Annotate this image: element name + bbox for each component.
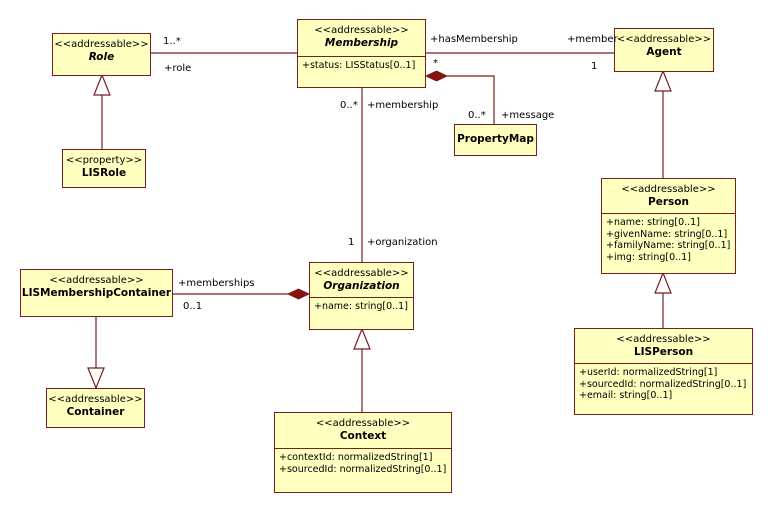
multiplicity-role: 1..* — [163, 36, 181, 47]
stereotype: <<addressable>> — [54, 39, 149, 50]
class-lisperson[interactable]: <<addressable>> LISPerson +userId: norma… — [574, 328, 753, 415]
role-name-memberships: +memberships — [178, 278, 255, 289]
generalization-arrow-container — [87, 367, 105, 390]
class-name: Membership — [324, 37, 399, 49]
stereotype: <<addressable>> — [616, 34, 712, 45]
generalization-arrow-person — [654, 271, 672, 294]
role-name-membership: +membership — [367, 100, 439, 111]
multiplicity-hasmembership: * — [433, 58, 438, 69]
class-name: PropertyMap — [457, 133, 534, 145]
class-lismembershipcontainer[interactable]: <<addressable>> LISMembershipContainer — [20, 269, 173, 317]
attribute: +name: string[0..1] — [606, 217, 700, 228]
class-propertymap[interactable]: PropertyMap — [454, 124, 537, 156]
class-name: LISPerson — [633, 346, 694, 358]
role-name-message: +message — [501, 110, 555, 121]
class-name: LISMembershipContainer — [21, 287, 172, 299]
role-name-hasmembership: +hasMembership — [430, 34, 518, 45]
attribute: +sourcedId: normalizedString[0..1] — [579, 378, 747, 390]
attribute-list: +name: string[0..1] — [310, 297, 413, 316]
multiplicity-membership: 0..* — [340, 100, 358, 111]
class-role[interactable]: <<addressable>> Role — [52, 33, 151, 76]
generalization-arrow-organization — [353, 327, 371, 350]
class-name: Container — [66, 406, 125, 418]
multiplicity-member: 1 — [591, 61, 598, 72]
class-membership[interactable]: <<addressable>> Membership +status: LISS… — [297, 19, 426, 88]
multiplicity-message: 0..* — [468, 110, 486, 121]
attribute: +contextId: normalizedString[1] — [279, 452, 433, 463]
attribute: +status: LISStatus[0..1] — [302, 60, 416, 71]
class-name: LISRole — [81, 167, 127, 179]
stereotype: <<addressable>> — [314, 268, 409, 279]
class-lisrole[interactable]: <<property>> LISRole — [62, 149, 146, 188]
attribute: +email: string[0..1] — [579, 390, 673, 401]
multiplicity-memberships: 0..1 — [183, 301, 203, 312]
composition-membership-propertymap — [447, 75, 495, 124]
stereotype: <<addressable>> — [616, 334, 711, 345]
attribute-list: +name: string[0..1] +givenName: string[0… — [602, 213, 735, 266]
role-name-member: +member — [567, 34, 618, 45]
generalization-arrow-role — [93, 73, 111, 96]
composition-diamond-organization — [286, 288, 311, 300]
attribute: +img: string[0..1] — [606, 251, 691, 263]
role-name-role: +role — [164, 63, 192, 74]
stereotype: <<addressable>> — [621, 184, 716, 195]
generalization-arrow-agent — [654, 69, 672, 92]
class-name: Role — [88, 51, 115, 63]
stereotype: <<addressable>> — [48, 394, 143, 405]
stereotype: <<property>> — [65, 155, 143, 166]
class-name: Agent — [646, 46, 682, 58]
attribute: +name: string[0..1] — [314, 301, 408, 312]
attribute-list: +status: LISStatus[0..1] — [298, 56, 425, 75]
class-person[interactable]: <<addressable>> Person +name: string[0..… — [601, 178, 736, 274]
stereotype: <<addressable>> — [315, 418, 411, 429]
composition-diamond-membership — [424, 70, 449, 82]
attribute-list: +contextId: normalizedString[1] +sourced… — [275, 448, 451, 478]
class-organization[interactable]: <<addressable>> Organization +name: stri… — [309, 262, 414, 330]
class-context[interactable]: <<addressable>> Context +contextId: norm… — [274, 412, 452, 493]
attribute: +sourcedId: normalizedString[0..1] — [279, 463, 447, 475]
attribute: +familyName: string[0..1] — [606, 240, 731, 251]
class-container[interactable]: <<addressable>> Container — [46, 388, 145, 428]
stereotype: <<addressable>> — [314, 25, 409, 36]
class-name: Organization — [323, 280, 400, 292]
class-name: Person — [648, 196, 689, 208]
class-agent[interactable]: <<addressable>> Agent — [614, 28, 714, 72]
stereotype: <<addressable>> — [49, 275, 144, 286]
role-name-organization: +organization — [367, 237, 438, 248]
attribute: +givenName: string[0..1] — [606, 228, 728, 240]
class-name: Context — [339, 430, 387, 442]
attribute: +userId: normalizedString[1] — [579, 367, 718, 378]
attribute-list: +userId: normalizedString[1] +sourcedId:… — [575, 363, 752, 405]
multiplicity-organization: 1 — [348, 237, 355, 248]
